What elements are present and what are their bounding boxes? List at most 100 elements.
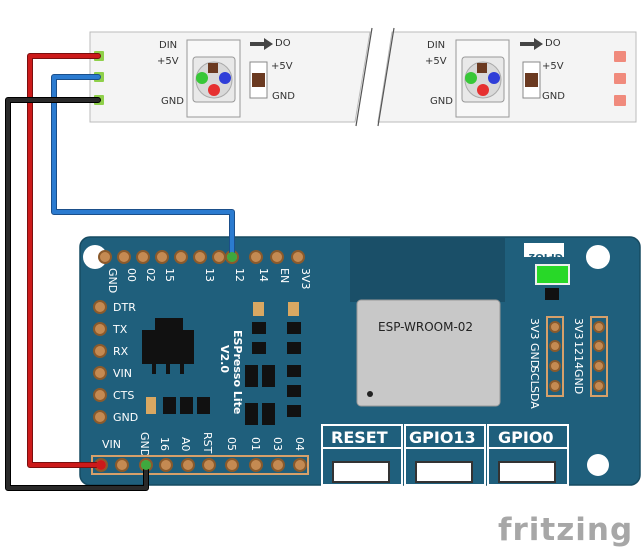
top-pin-label: 02 (144, 268, 157, 282)
arrow-right-icon (250, 38, 273, 50)
gpio2-led-icon (535, 264, 570, 285)
regulator-leg (180, 364, 184, 374)
top-pin[interactable] (249, 250, 263, 264)
label-do: DO (545, 38, 561, 49)
gpio13-button-label: GPIO13 (409, 428, 476, 447)
gpio0-button[interactable]: GPIO0 (487, 424, 569, 486)
resistor-smd (262, 403, 275, 425)
resistor-smd (287, 322, 301, 334)
i2c-pin[interactable] (549, 380, 561, 392)
bottom-pin-label: 01 (249, 437, 262, 451)
resistor-smd (252, 342, 266, 354)
left-pin-label: RX (113, 345, 129, 358)
bottom-pin[interactable] (271, 458, 285, 472)
strip-pad-gnd-out[interactable] (614, 95, 626, 106)
top-pin[interactable] (212, 250, 226, 264)
i2c-header-frame (546, 316, 564, 397)
gpio-pin[interactable] (593, 380, 605, 392)
top-pin-label: GND (106, 268, 119, 293)
bottom-pin[interactable] (225, 458, 239, 472)
top-pin[interactable] (174, 250, 188, 264)
rgb-led-1 (186, 39, 241, 118)
left-pin-label: GND (113, 411, 138, 424)
regulator-leg (166, 364, 170, 374)
bottom-pin-label: VIN (102, 438, 121, 451)
top-pin[interactable] (155, 250, 169, 264)
top-pin[interactable] (193, 250, 207, 264)
left-pin[interactable] (93, 366, 107, 380)
wire-endpoint (227, 252, 237, 262)
gpio2-label-box (524, 243, 564, 257)
gpio-pin[interactable] (593, 321, 605, 333)
resistor-smd (245, 365, 258, 387)
strip-pad-5v-out[interactable] (614, 51, 626, 62)
button-cap[interactable] (498, 461, 556, 483)
bottom-pin[interactable] (293, 458, 307, 472)
mount-hole (587, 454, 609, 476)
left-pin[interactable] (93, 388, 107, 402)
top-pin-label: EN (278, 268, 291, 283)
gpio-header-frame (590, 316, 608, 397)
top-pin-label: 15 (163, 268, 176, 282)
top-pin[interactable] (136, 250, 150, 264)
led-green-icon (196, 72, 208, 84)
resistor-smd (287, 405, 301, 417)
left-pin[interactable] (93, 410, 107, 424)
board-version: V2.0 (218, 345, 231, 373)
resistor-smd (163, 397, 176, 414)
esp-wroom-module (356, 299, 501, 407)
led-blue-icon (488, 72, 500, 84)
left-pin-label: DTR (113, 301, 136, 314)
left-pin-header: DTR TX RX VIN CTS GND (93, 300, 138, 424)
regulator-leg (152, 364, 156, 374)
wire-black-gnd-core (6, 98, 148, 490)
resistor-smd (180, 397, 193, 414)
resistor-smd (252, 322, 266, 334)
label-gnd-out: GND (272, 91, 295, 102)
left-pin[interactable] (93, 300, 107, 314)
top-pin[interactable] (270, 250, 284, 264)
i2c-pin-label: 3V3 (528, 318, 541, 340)
capacitor-1 (249, 61, 268, 99)
module-shield (350, 237, 505, 302)
mount-hole (586, 245, 610, 269)
top-pin[interactable] (98, 250, 112, 264)
reset-button[interactable]: RESET (321, 424, 403, 486)
left-pin[interactable] (93, 322, 107, 336)
strip-pad-do[interactable] (614, 73, 626, 84)
i2c-pin[interactable] (549, 340, 561, 352)
i2c-pin[interactable] (549, 360, 561, 372)
bottom-pin[interactable] (202, 458, 216, 472)
top-pin[interactable] (291, 250, 305, 264)
label-gnd-in: GND (430, 96, 453, 107)
resistor-smd (287, 385, 301, 397)
capacitor-smd (146, 397, 156, 414)
top-pin-label: 14 (257, 268, 270, 282)
top-pin-label: 12 (233, 268, 246, 282)
wires (5, 53, 237, 491)
resistor-smd (287, 342, 301, 354)
gpio-pin[interactable] (593, 340, 605, 352)
bottom-pin[interactable] (181, 458, 195, 472)
label-5v-out: +5V (542, 61, 564, 72)
bottom-pin-label: GND (138, 432, 151, 457)
espresso-lite-board: GND 00 02 15 13 12 14 EN 3V3 DTR TX RX V… (79, 236, 641, 486)
label-5v-out: +5V (271, 61, 293, 72)
bottom-pin[interactable] (159, 458, 173, 472)
top-pin[interactable] (117, 250, 131, 264)
gpio-pin[interactable] (593, 360, 605, 372)
resistor-smd (287, 365, 301, 377)
button-cap[interactable] (332, 461, 390, 483)
led-green-icon (465, 72, 477, 84)
label-din: DIN (159, 40, 177, 51)
button-cap[interactable] (415, 461, 473, 483)
i2c-pin[interactable] (549, 321, 561, 333)
bottom-pin[interactable] (115, 458, 129, 472)
gpio13-button[interactable]: GPIO13 (404, 424, 486, 486)
bottom-pin-label: 16 (158, 437, 171, 451)
bottom-pin[interactable] (249, 458, 263, 472)
left-pin[interactable] (93, 344, 107, 358)
bottom-pin-label: RST (201, 432, 214, 454)
led-red-icon (477, 84, 489, 96)
